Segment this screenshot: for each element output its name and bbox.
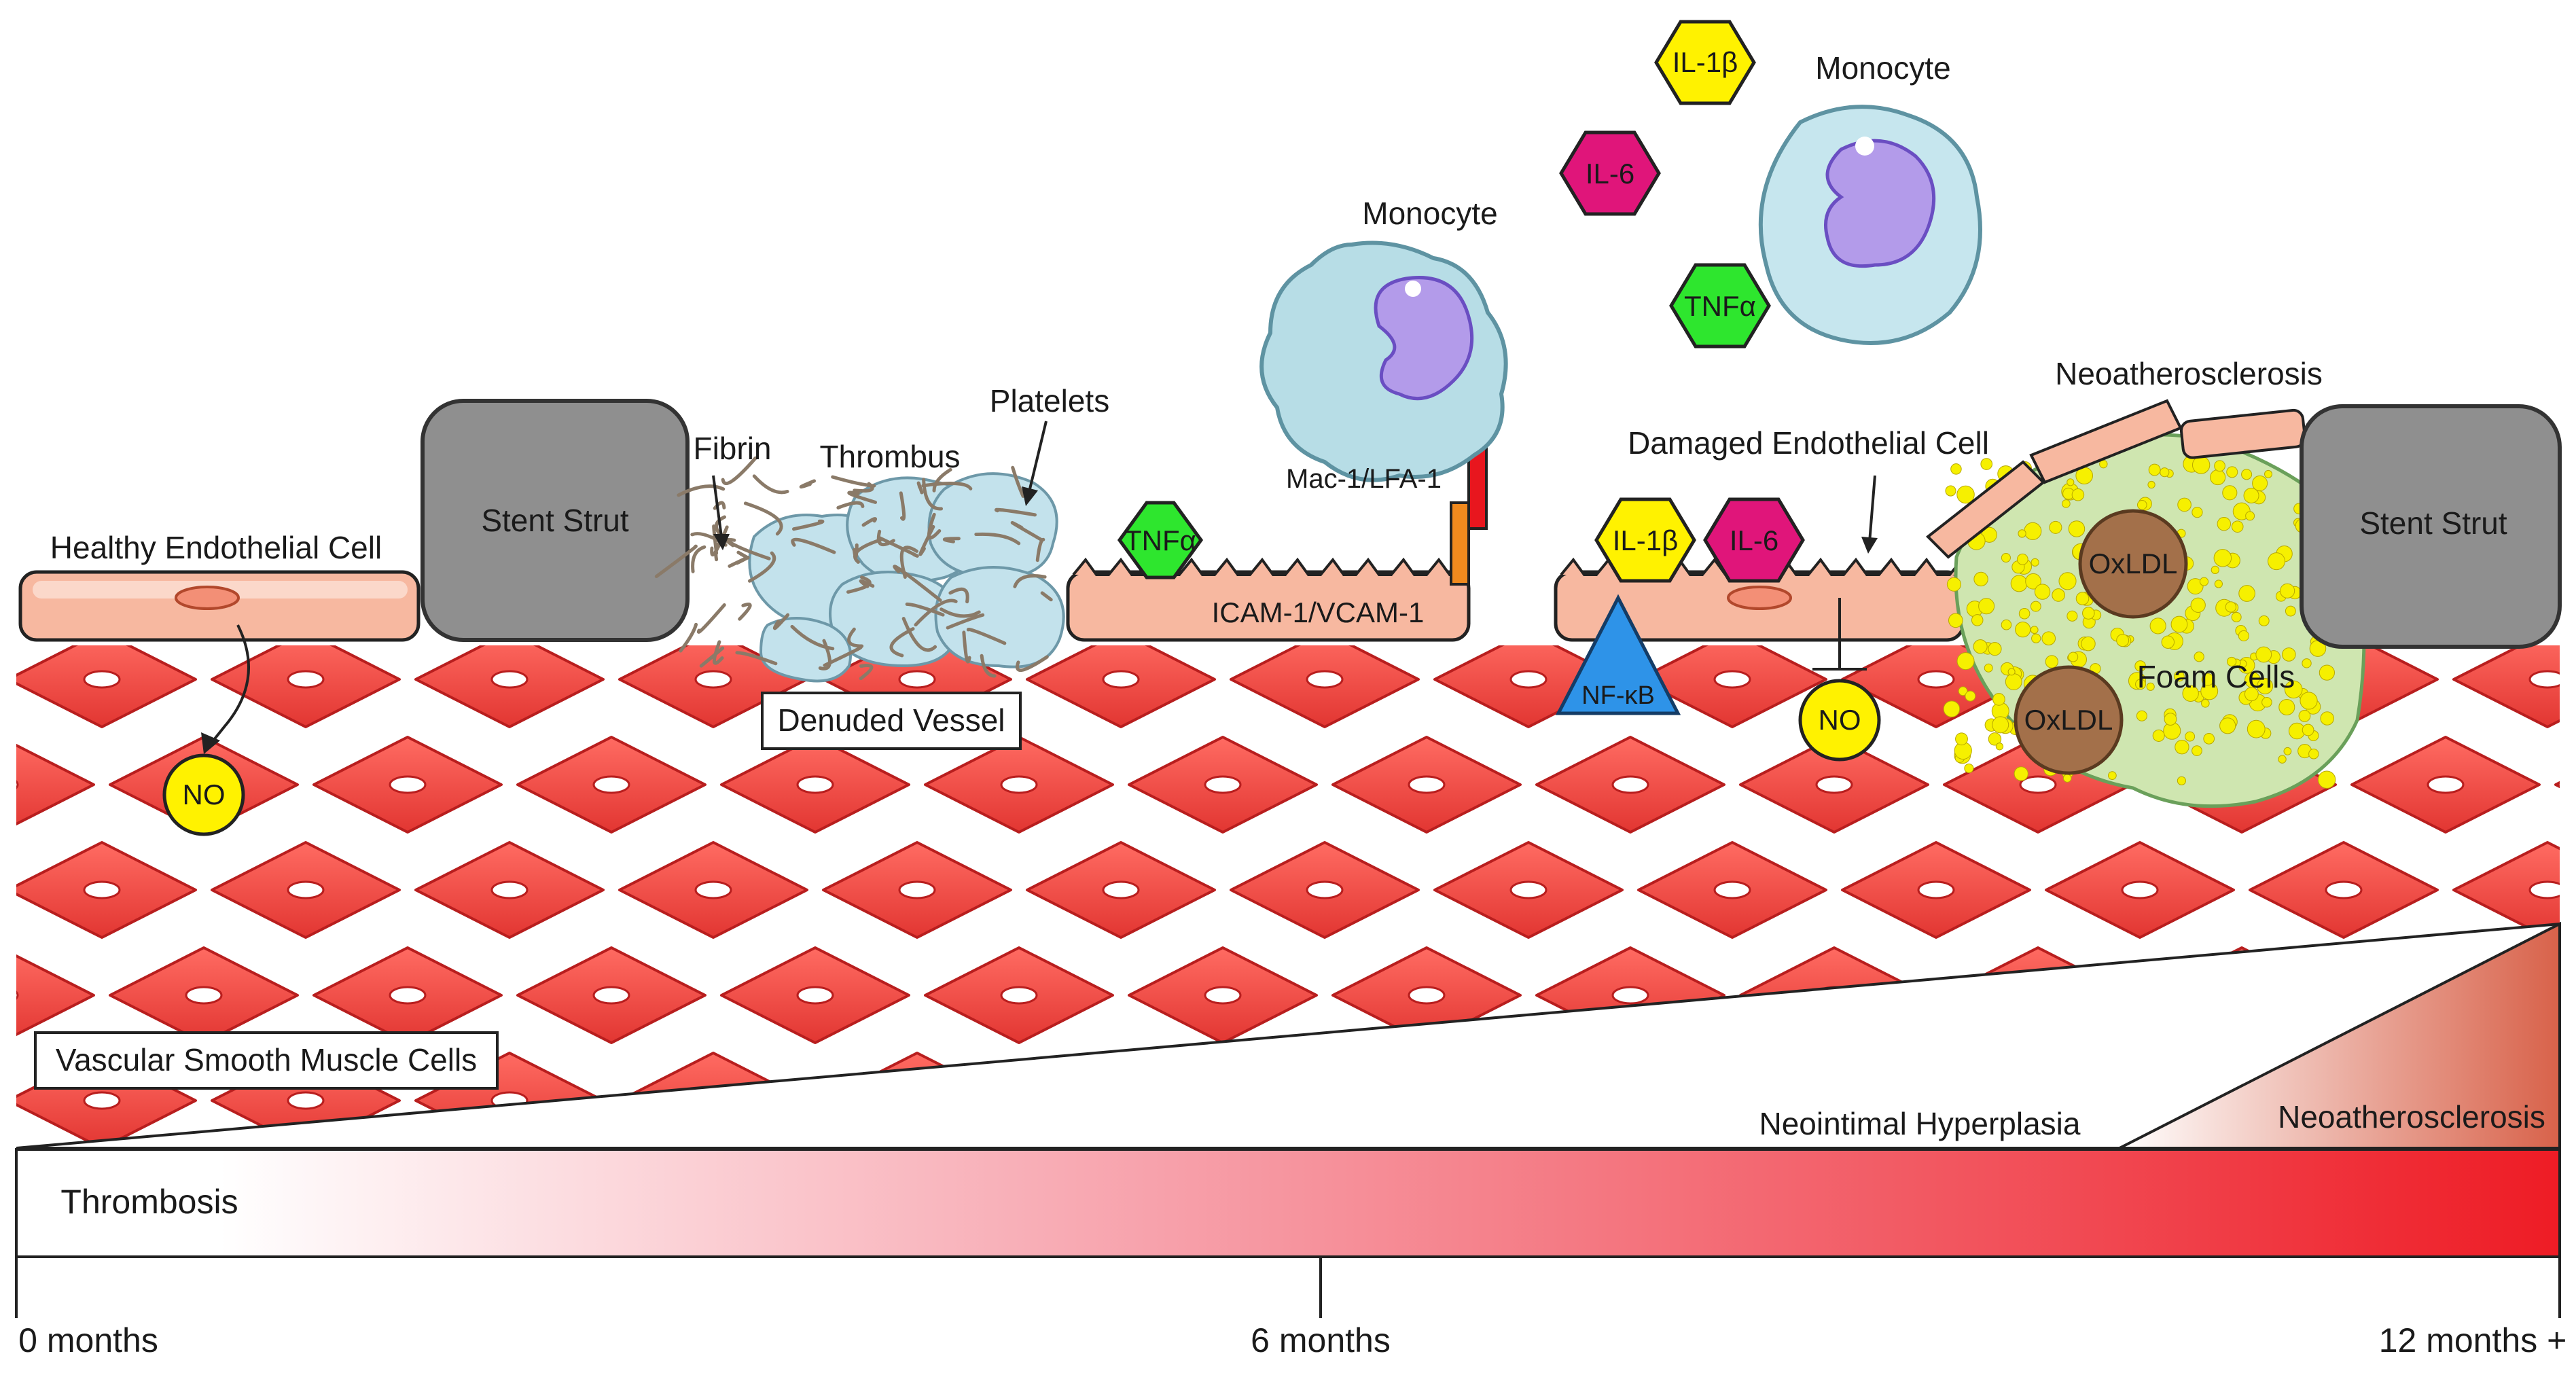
fibrin-label: Fibrin bbox=[693, 431, 771, 466]
stent-strut-left-label: Stent Strut bbox=[481, 503, 629, 538]
timeline-middle-label: 6 months bbox=[1251, 1321, 1391, 1359]
thrombus-label: Thrombus bbox=[819, 439, 960, 474]
tnf-surface-label: TNFα bbox=[1124, 524, 1196, 556]
timeline-axis bbox=[15, 1257, 2561, 1318]
mac1-lfa1-receptor-orange bbox=[1450, 501, 1470, 586]
no-label-left: NO bbox=[183, 779, 226, 810]
oxldl-top-label: OxLDL bbox=[2089, 548, 2178, 579]
thrombus bbox=[654, 456, 1065, 683]
oxldl-bottom-label: OxLDL bbox=[2024, 704, 2113, 736]
timeline-end-label: 12 months + bbox=[2379, 1321, 2567, 1359]
oxldl-particle-top bbox=[2078, 509, 2188, 619]
il1b-hexagon-top bbox=[1654, 20, 1756, 105]
neoatherosclerosis-bar-label: Neoatherosclerosis bbox=[2278, 1099, 2545, 1135]
stent-strut-right bbox=[2300, 404, 2562, 649]
denuded-vessel-box bbox=[761, 692, 1022, 750]
il6-hexagon-surface bbox=[1703, 497, 1805, 583]
foam-cells-label: Foam Cells bbox=[2137, 659, 2295, 694]
nfkb-label: NF-κB bbox=[1581, 681, 1655, 710]
no-label-right: NO bbox=[1819, 704, 1861, 736]
denuded-vessel-label: Denuded Vessel bbox=[777, 702, 1005, 738]
thrombosis-label: Thrombosis bbox=[60, 1183, 238, 1221]
icam-vcam-label: ICAM-1/VCAM-1 bbox=[1212, 596, 1425, 628]
vsmc-label: Vascular Smooth Muscle Cells bbox=[56, 1042, 477, 1077]
il6-top-label: IL-6 bbox=[1586, 158, 1634, 190]
il1b-top-label: IL-1β bbox=[1672, 46, 1738, 78]
activated-endothelial-cell bbox=[1066, 557, 1471, 642]
mac1-lfa1-label: Mac-1/LFA-1 bbox=[1286, 464, 1442, 494]
healthy-endothelial-cell bbox=[18, 570, 421, 642]
no-molecule-left bbox=[162, 753, 245, 836]
timeline-start-label: 0 months bbox=[18, 1321, 158, 1359]
il1b-hexagon-surface bbox=[1594, 497, 1696, 583]
neoatherosclerosis-top-label: Neoatherosclerosis bbox=[2055, 356, 2323, 391]
neointimal-hyperplasia-label: Neointimal Hyperplasia bbox=[1759, 1106, 2081, 1141]
healthy-endothelial-label: Healthy Endothelial Cell bbox=[50, 530, 382, 565]
il1b-surface-label: IL-1β bbox=[1613, 524, 1679, 556]
thrombosis-bar bbox=[15, 1148, 2561, 1258]
tnf-alpha-hexagon-top bbox=[1669, 263, 1771, 349]
il6-surface-label: IL-6 bbox=[1730, 524, 1778, 556]
damaged-endothelial-label: Damaged Endothelial Cell bbox=[1628, 425, 1989, 461]
tnf-top-label: TNFα bbox=[1684, 290, 1756, 322]
stent-strut-right-label: Stent Strut bbox=[2359, 505, 2507, 541]
monocyte-circulating bbox=[1758, 105, 1982, 345]
monocyte-adhering bbox=[1259, 240, 1508, 482]
stent-strut-left bbox=[421, 399, 690, 642]
oxldl-particle-bottom bbox=[2014, 665, 2124, 775]
vsmc-box bbox=[34, 1031, 499, 1090]
no-molecule-right bbox=[1798, 679, 1881, 762]
il6-hexagon-top bbox=[1559, 130, 1661, 216]
platelets-label: Platelets bbox=[990, 383, 1109, 418]
monocyte-circulating-label: Monocyte bbox=[1815, 50, 1950, 86]
nfkb-triangle bbox=[1555, 594, 1681, 715]
monocyte-adhering-label: Monocyte bbox=[1362, 196, 1497, 231]
tnf-alpha-hexagon-surface bbox=[1117, 501, 1204, 579]
annotation-arrows bbox=[201, 421, 1878, 754]
